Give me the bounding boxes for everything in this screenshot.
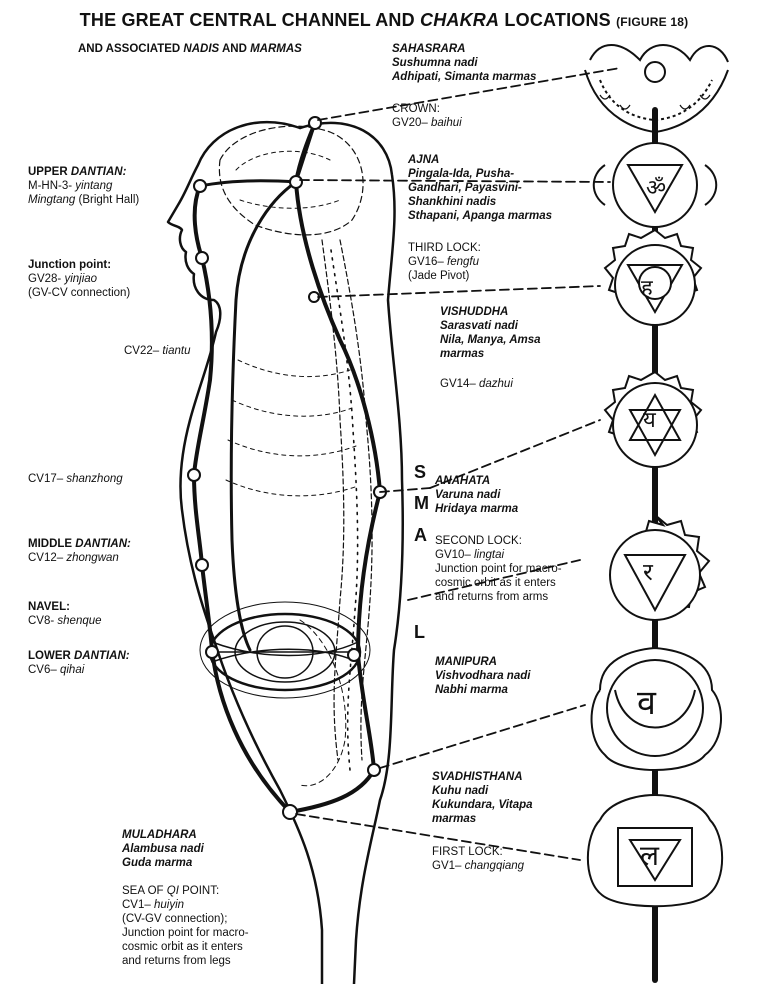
anahata-chakra xyxy=(603,370,703,468)
junction-point-label: Junction point: GV28- yinjiao (GV-CV con… xyxy=(28,259,131,299)
svadhisthana-point xyxy=(367,763,381,777)
gv20-point xyxy=(308,116,322,130)
cv6-point xyxy=(205,645,219,659)
anahata-label: ANAHATA Varuna nadi Hridaya marma xyxy=(435,475,519,515)
cv17-label: CV17– shanzhong xyxy=(28,473,123,485)
crown-label: CROWN: GV20– baihui xyxy=(392,103,462,129)
rib-lines xyxy=(225,359,359,497)
leader-manipura xyxy=(407,559,581,601)
brain-contour xyxy=(235,150,341,209)
third-lock-label: THIRD LOCK: GV16– fengfu (Jade Pivot) xyxy=(408,242,481,282)
second-lock-label: SECOND LOCK: GV10– lingtai Junction poin… xyxy=(435,535,562,603)
gv14-label: GV14– dazhui xyxy=(440,378,513,390)
governor-vessel-line xyxy=(288,121,382,814)
manipura-chakra xyxy=(609,514,711,621)
lower-dantian-label: LOWER DANTIAN: CV6– qihai xyxy=(28,650,130,676)
leader-anahata xyxy=(429,419,601,489)
inner-channel-line xyxy=(229,180,298,652)
vishuddha-glyph: ह xyxy=(641,276,653,301)
leader-ajna xyxy=(299,179,611,183)
letter-s: S xyxy=(414,462,427,482)
yintang-point xyxy=(193,179,207,193)
middle-dantian-label: MIDDLE DANTIAN: CV12– zhongwan xyxy=(28,538,131,564)
muladhara-chakra xyxy=(586,793,724,908)
svg-text:ॐ: ॐ xyxy=(646,176,666,201)
first-lock-label: FIRST LOCK: GV1– changqiang xyxy=(432,846,525,872)
spine-back xyxy=(339,239,373,761)
nose-bridge-line xyxy=(198,179,298,188)
leader-muladhara xyxy=(295,813,581,861)
svadhisthana-glyph: व xyxy=(637,683,656,723)
leader-vishuddha xyxy=(317,285,601,298)
sahasrara-label: SAHASRARA Sushumna nadi Adhipati, Simant… xyxy=(392,43,537,83)
ajna-point xyxy=(289,175,303,189)
ajna-chakra: ॐ xyxy=(592,142,718,228)
muladhara-glyph: ल xyxy=(640,839,659,872)
upper-dantian-label: UPPER DANTIAN: M-HN-3- yintang Mingtang … xyxy=(28,166,140,206)
gv28-point xyxy=(195,251,209,265)
crown-line xyxy=(294,121,317,184)
navel-label: NAVEL: CV8- shenque xyxy=(28,601,102,627)
conception-vessel-line xyxy=(192,184,292,814)
letter-a: A xyxy=(414,525,427,545)
sahasrara-chakra xyxy=(584,44,729,134)
vishuddha-label: VISHUDDHA Sarasvati nadi Nila, Manya, Am… xyxy=(440,306,541,360)
anahata-glyph: य xyxy=(643,408,656,433)
cv17-point xyxy=(187,468,201,482)
sea-of-qi-label: SEA OF QI POINT: CV1– huiyin (CV-GV conn… xyxy=(122,885,249,967)
manipura-label: MANIPURA Vishvodhara nadi Nabhi marma xyxy=(435,656,531,696)
leader-svadhisthana xyxy=(379,704,586,769)
muladhara-label: MULADHARA Alambusa nadi Guda marma xyxy=(122,829,204,869)
cv22-label: CV22– tiantu xyxy=(124,345,191,357)
body-outline-front xyxy=(166,120,324,984)
figure-title: THE GREAT CENTRAL CHANNEL AND CHAKRA LOC… xyxy=(79,10,689,30)
figure-subtitle: AND ASSOCIATED NADIS AND MARMAS xyxy=(78,43,302,55)
letter-l: L xyxy=(414,622,425,642)
vishuddha-chakra xyxy=(603,228,703,326)
spine-vertebrae xyxy=(330,249,359,771)
ajna-label: AJNA Pingala-Ida, Pusha- Gandhari, Payas… xyxy=(408,154,553,222)
manipura-point xyxy=(347,648,361,662)
svadhisthana-chakra xyxy=(590,646,723,771)
skull-outline xyxy=(218,125,364,236)
manipura-glyph: र xyxy=(643,558,653,586)
cv1-point xyxy=(282,804,298,820)
body-outline-back xyxy=(298,121,404,984)
pelvis-outline xyxy=(299,619,347,787)
letter-m: M xyxy=(414,493,429,513)
cv12-point xyxy=(195,558,209,572)
leader-anahata-line xyxy=(379,487,431,493)
svadhisthana-label: SVADHISTHANA Kuhu nadi Kukundara, Vitapa… xyxy=(432,771,533,825)
leader-sahasrara xyxy=(317,67,621,121)
